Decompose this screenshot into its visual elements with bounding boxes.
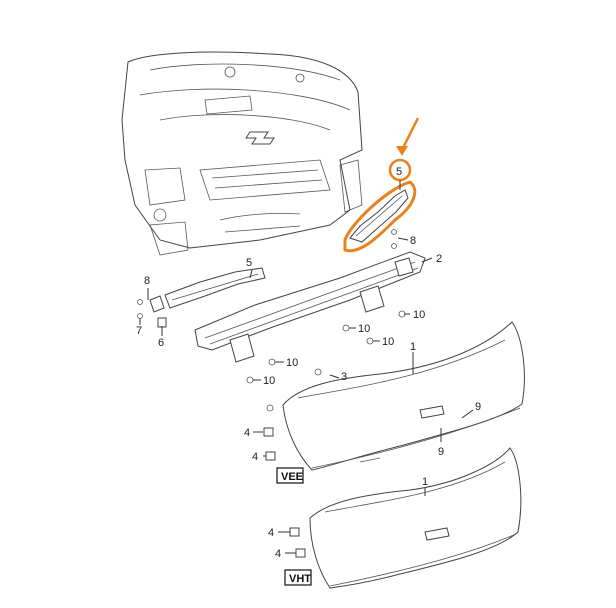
callout-8-left: 8 xyxy=(144,275,150,287)
bumper-fascia-vee xyxy=(282,321,525,471)
bumper-fascia-vht xyxy=(309,447,522,589)
callout-4-d: 4 xyxy=(275,548,281,560)
vehicle-rear-body xyxy=(121,51,363,256)
impact-bar xyxy=(194,251,426,363)
callout-10-a: 10 xyxy=(413,309,425,321)
callout-10-c: 10 xyxy=(382,336,394,348)
callout-6: 6 xyxy=(158,337,164,349)
variant-tag-vee-label: VEE xyxy=(281,471,303,483)
leader-lines xyxy=(139,180,474,554)
callout-4-c: 4 xyxy=(268,527,274,539)
callout-1-vee: 1 xyxy=(410,341,416,353)
highlight-part-5 xyxy=(343,117,420,253)
callout-5-left: 5 xyxy=(246,257,252,269)
callout-10-e: 10 xyxy=(263,375,275,387)
fasteners xyxy=(137,229,406,558)
variant-tag-vee: VEE xyxy=(276,467,304,484)
bracket-left xyxy=(149,267,266,313)
callout-10-d: 10 xyxy=(286,357,298,369)
callout-4-b: 4 xyxy=(252,451,258,463)
callout-7: 7 xyxy=(136,325,142,337)
variant-tag-vht: VHT xyxy=(284,569,312,586)
callout-4-a: 4 xyxy=(244,427,250,439)
callout-1-vht: 1 xyxy=(422,476,428,488)
callout-10-b: 10 xyxy=(358,323,370,335)
bracket-right xyxy=(349,189,409,243)
callout-9-right: 9 xyxy=(475,401,481,413)
callouts: 5 8 2 5 8 7 6 10 10 10 10 10 1 3 9 9 4 4… xyxy=(136,166,481,560)
callout-3: 3 xyxy=(341,371,347,383)
variant-tag-vht-label: VHT xyxy=(289,573,311,585)
callout-2: 2 xyxy=(436,253,442,265)
callout-8-right: 8 xyxy=(410,235,416,247)
callout-9-bottom: 9 xyxy=(438,446,444,458)
callout-5-right: 5 xyxy=(396,166,402,178)
